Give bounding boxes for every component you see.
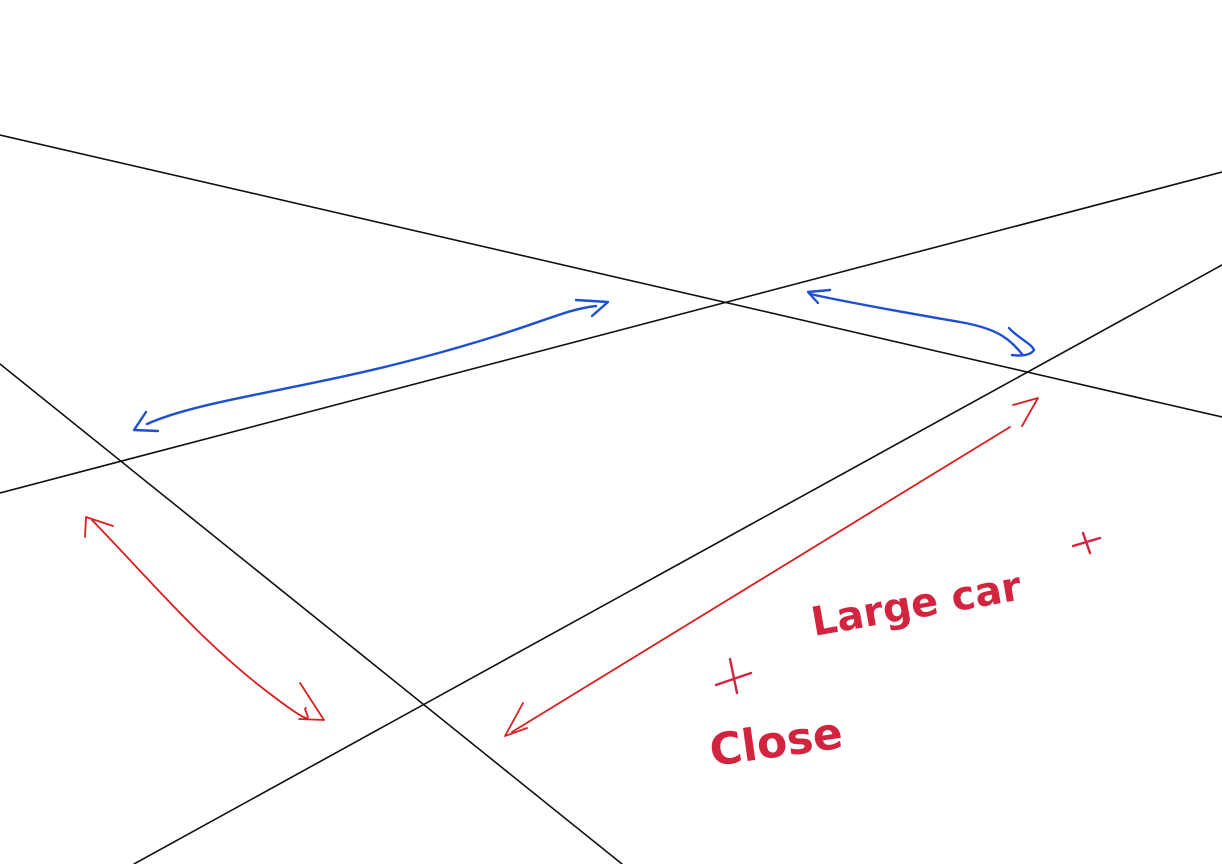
red-arrow-shaft: [511, 426, 1011, 733]
blue-arrow-shaft: [808, 292, 1024, 356]
plus-marker-far-icon[interactable]: [1071, 531, 1102, 555]
label-close[interactable]: Close: [706, 708, 845, 777]
perspective-line-2[interactable]: [0, 171, 1222, 494]
perspective-line-1[interactable]: [0, 134, 1222, 418]
red-double-arrow-left[interactable]: [84, 516, 325, 721]
red-arrow-shaft: [91, 519, 309, 719]
blue-arrow-shaft: [145, 304, 598, 426]
blue-arrowhead-left-icon: [806, 288, 832, 305]
perspective-line-4[interactable]: [133, 264, 1222, 864]
perspective-lines: [0, 134, 1222, 864]
red-arrowhead-up-icon: [84, 516, 114, 538]
blue-double-arrow-left[interactable]: [132, 298, 610, 433]
blue-arrowhead-right-icon: [574, 298, 610, 318]
red-double-arrow-long[interactable]: [504, 397, 1039, 737]
blue-arrows: [132, 288, 1036, 433]
label-large-car[interactable]: Large car: [808, 564, 1025, 646]
red-arrowhead-up-right-icon: [1012, 397, 1039, 427]
perspective-line-3[interactable]: [0, 363, 623, 864]
blue-double-arrow-right[interactable]: [806, 288, 1036, 357]
red-arrows: [84, 397, 1039, 737]
red-arrowhead-down-left-icon: [504, 702, 528, 737]
blue-arrowhead-right-icon: [1007, 326, 1036, 357]
red-arrowhead-down-icon: [298, 682, 325, 721]
plus-marker-close-icon[interactable]: [714, 657, 753, 695]
plus-markers: [714, 531, 1102, 695]
blue-arrowhead-left-icon: [132, 410, 160, 433]
